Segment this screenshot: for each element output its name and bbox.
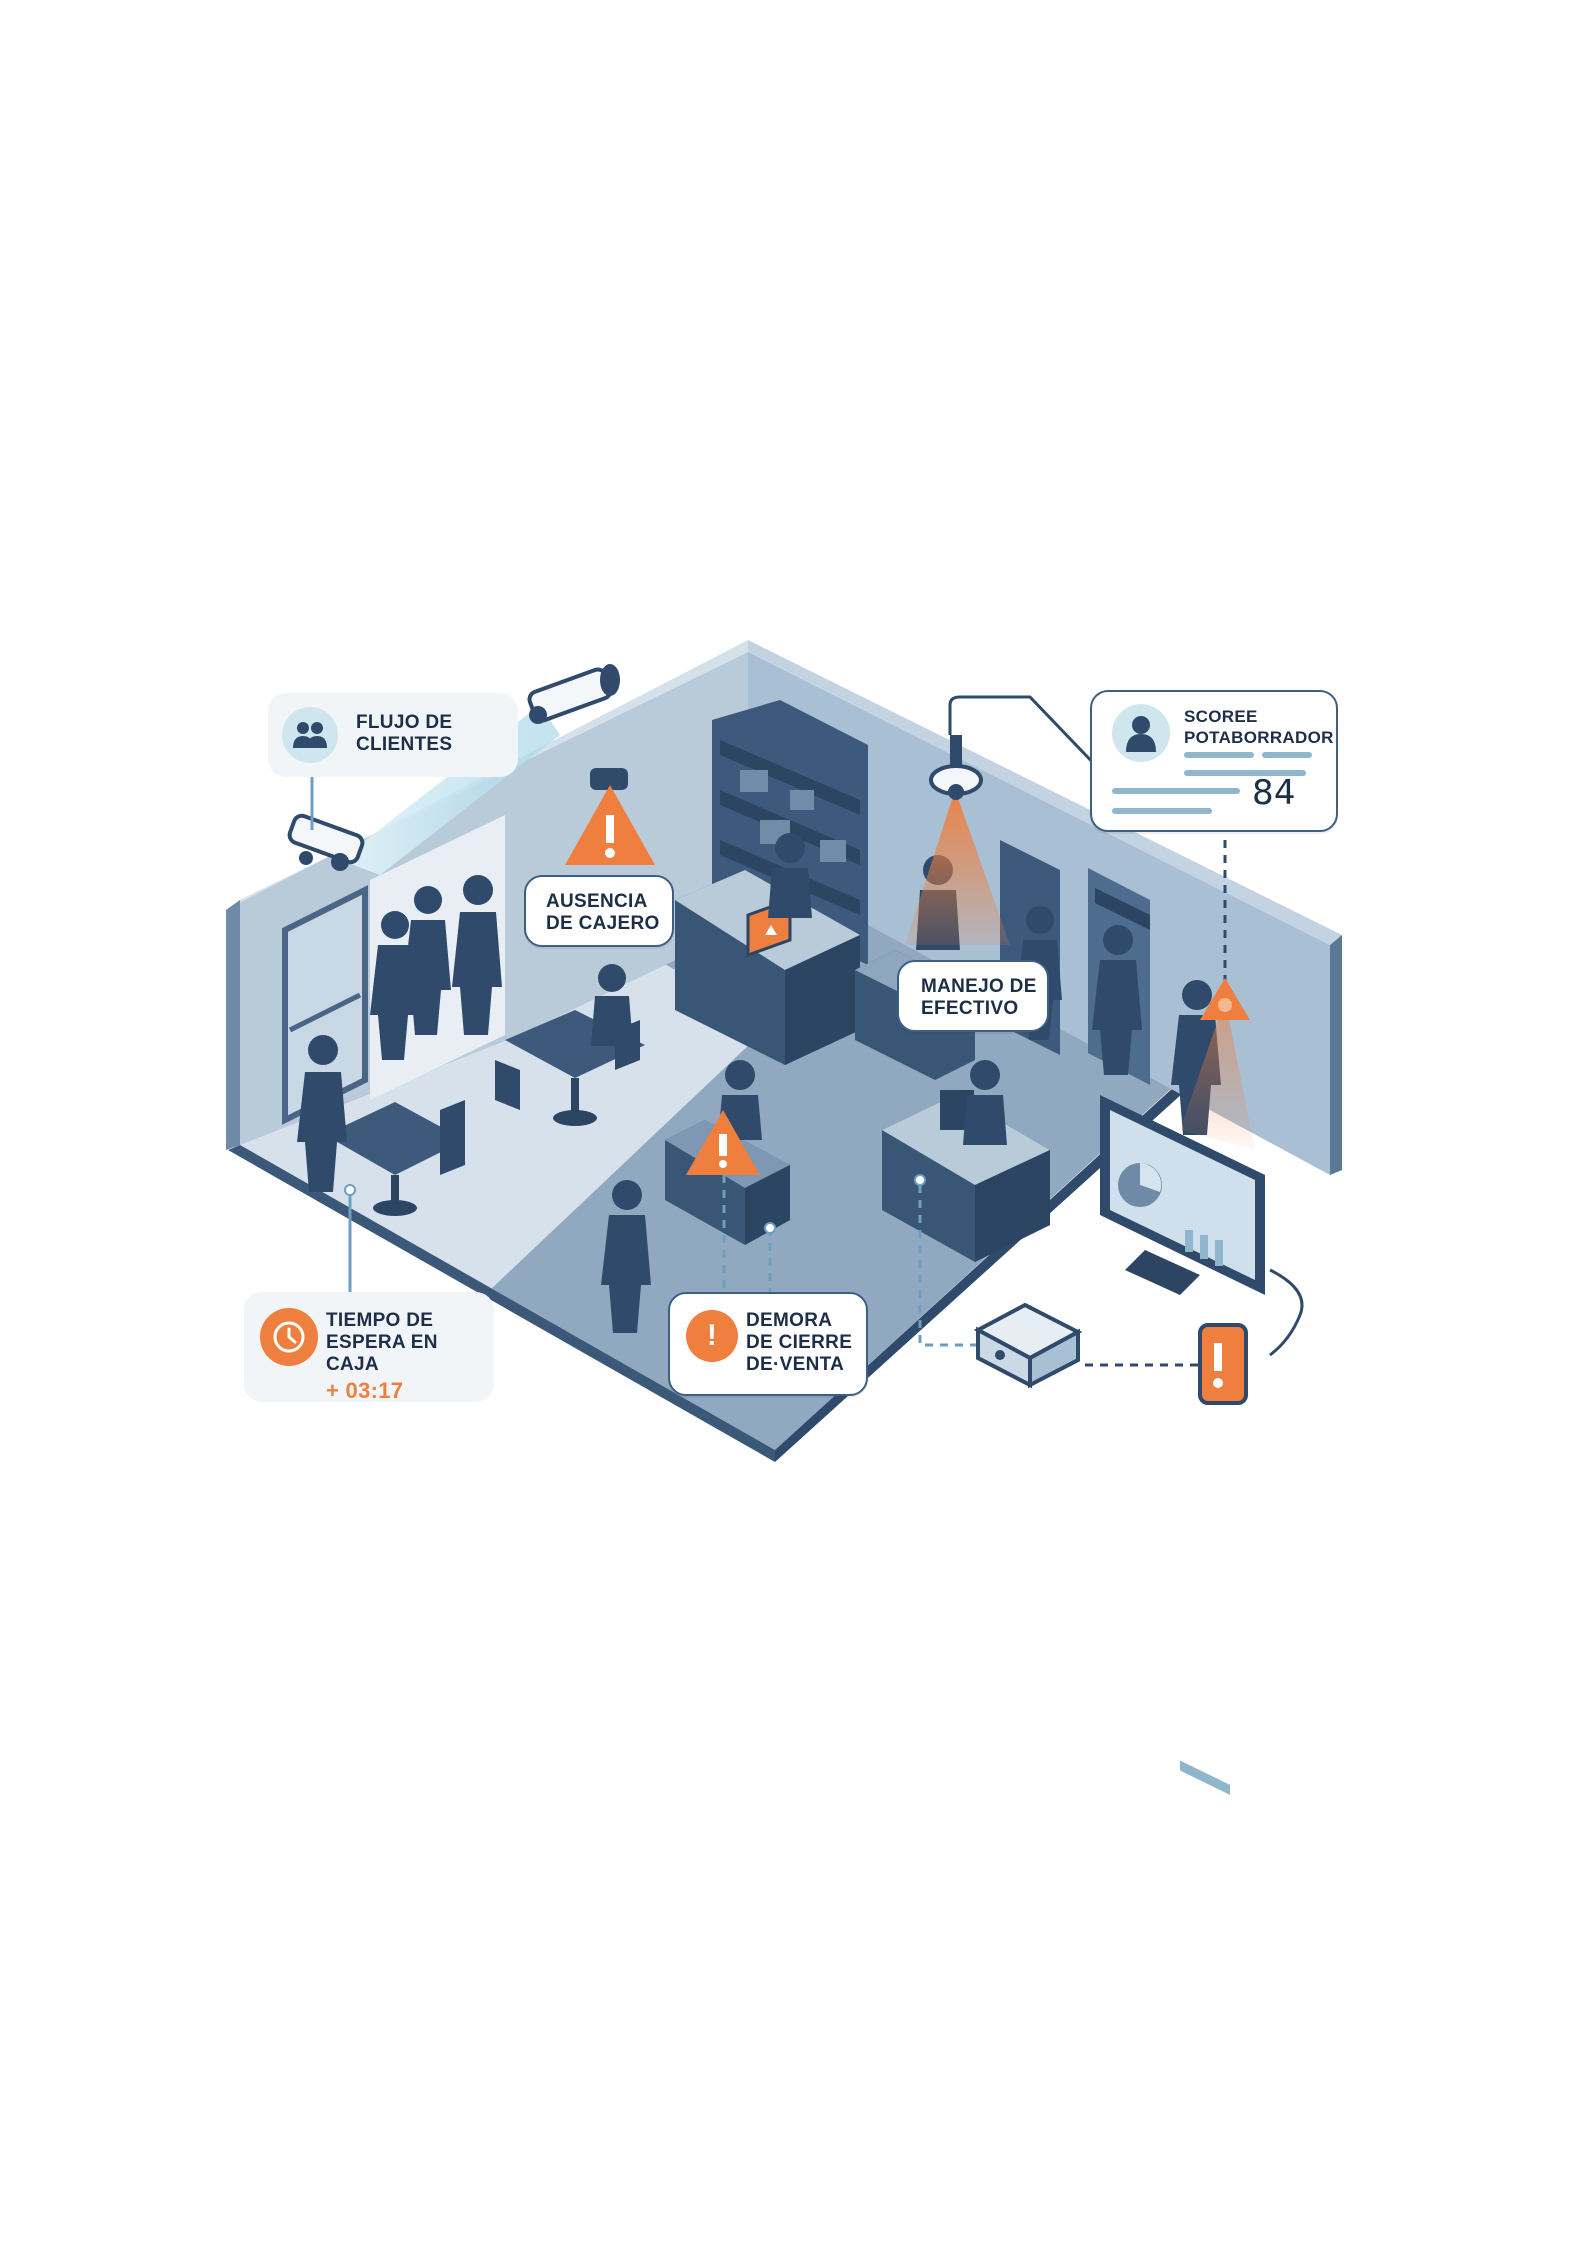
callout-flujo-clientes: FLUJO DE CLIENTES [268, 693, 518, 777]
dashboard-monitor-icon [1100, 1095, 1265, 1795]
left-wall-face [226, 900, 240, 1150]
connection-lines [310, 695, 1304, 1367]
floor-edge-left [228, 1145, 775, 1462]
warning-triangle-icon [1200, 978, 1250, 1020]
manejo-line1: MANEJO DE [921, 976, 1037, 997]
security-camera-icon [527, 664, 620, 724]
wall-camera-icon [590, 768, 628, 790]
person [297, 1035, 347, 1192]
demora-line1: DEMORA [746, 1310, 833, 1331]
tiempo-line2: ESPERA EN CAJA [326, 1332, 438, 1375]
callout-tiempo-espera: TIEMPO DE ESPERA EN CAJA + 03:17 [244, 1292, 494, 1402]
callout-ausencia-cajero: AUSENCIA DE CAJERO [524, 875, 674, 947]
dome-link [948, 695, 1102, 772]
table-front [325, 1100, 465, 1216]
person [1092, 925, 1142, 1075]
score-bar [1262, 752, 1312, 758]
person [768, 833, 812, 918]
camera-beam-dome [905, 790, 1010, 945]
clock-icon [260, 1308, 318, 1366]
chair [495, 1060, 520, 1110]
score-value: 84 [1252, 773, 1296, 813]
warning-triangle-icon [686, 1110, 760, 1175]
demora-line3: DE·VENTA [746, 1354, 845, 1375]
phone-alert-icon [1198, 1323, 1248, 1405]
tiempo-value: + 03:17 [326, 1378, 404, 1403]
network-hub-icon [973, 1302, 1083, 1389]
person [963, 1060, 1007, 1145]
people-icon [282, 707, 338, 763]
front-desk [882, 1090, 1050, 1262]
callout-demora-cierre: ! DEMORA DE CIERRE DE·VENTA [668, 1292, 868, 1396]
flujo-line1: FLUJO DE [356, 712, 453, 733]
right-wall-face [1330, 935, 1342, 1175]
ausencia-line1: AUSENCIA [546, 891, 648, 912]
score-line1: SCOREE [1184, 707, 1258, 726]
entrance-door [282, 885, 368, 1125]
score-bar [1184, 752, 1254, 758]
warning-triangle-icon [565, 785, 655, 865]
camera-beam-right [1180, 1000, 1255, 1150]
person [601, 1180, 651, 1333]
callout-manejo-efectivo: MANEJO DE EFECTIVO [897, 960, 1049, 1032]
exclamation-icon: ! [686, 1310, 738, 1362]
dome-camera-icon [929, 735, 983, 800]
person [591, 964, 633, 1046]
wall-cap-right [748, 640, 1342, 945]
demora-line2: DE CIERRE [746, 1332, 853, 1353]
callout-score: SCOREE POTABORRADOR 84 [1090, 690, 1338, 832]
entrance-door-bar [288, 992, 362, 1033]
score-line2: POTABORRADOR [1184, 728, 1334, 747]
person [403, 886, 451, 1035]
flujo-line2: CLIENTES [356, 734, 453, 755]
score-bar [1112, 808, 1212, 814]
manejo-line2: EFECTIVO [921, 998, 1019, 1019]
person [452, 875, 502, 1035]
tiempo-line1: TIEMPO DE [326, 1310, 434, 1331]
score-bar [1184, 770, 1306, 776]
score-bar [1112, 788, 1240, 794]
ausencia-line2: DE CAJERO [546, 913, 660, 934]
security-camera-icon [287, 813, 365, 871]
monitor-link [1269, 1268, 1304, 1357]
hub-link [918, 1185, 980, 1347]
person-icon [1112, 704, 1170, 762]
